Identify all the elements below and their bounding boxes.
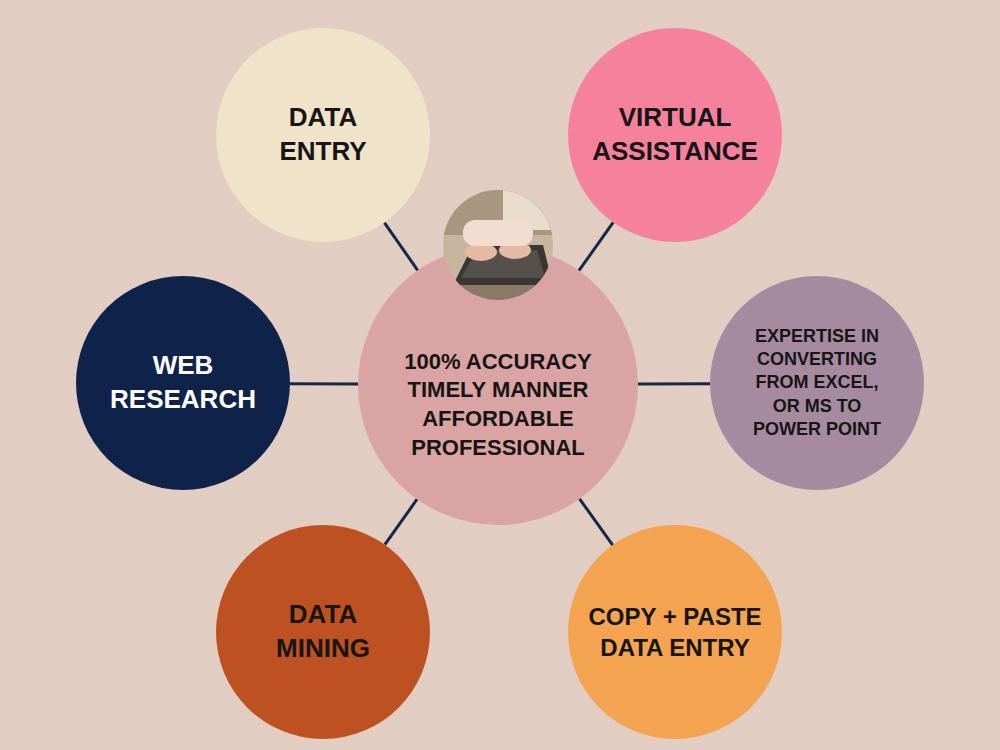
laptop-photo — [443, 190, 553, 300]
service-label: COPY + PASTE DATA ENTRY — [585, 601, 765, 663]
service-circle: DATA MINING — [216, 525, 430, 739]
text-holder: VIRTUAL ASSISTANCE — [590, 101, 760, 169]
service-circle: DATA ENTRY — [216, 28, 430, 242]
circle-shape — [76, 276, 290, 490]
service-circle: EXPERTISE IN CONVERTING FROM EXCEL, OR M… — [710, 276, 924, 490]
circle-fill — [568, 28, 782, 242]
service-circle: WEB RESEARCH — [76, 276, 290, 490]
circle-shape — [568, 28, 782, 242]
service-label: EXPERTISE IN CONVERTING FROM EXCEL, OR M… — [742, 325, 892, 442]
service-label: DATA MINING — [263, 598, 383, 666]
circle-shape — [216, 28, 430, 242]
connector-line — [580, 499, 613, 545]
center-text: 100% ACCURACY TIMELY MANNER AFFORDABLE P… — [383, 348, 613, 462]
connector-line — [385, 499, 417, 544]
service-label: DATA ENTRY — [263, 101, 383, 169]
circle-fill — [568, 525, 782, 739]
text-holder: WEB RESEARCH — [98, 349, 268, 417]
service-circle: COPY + PASTE DATA ENTRY — [568, 525, 782, 739]
circle-fill — [76, 276, 290, 490]
circle-fill — [216, 525, 430, 739]
text-holder: DATA MINING — [263, 598, 383, 666]
circle-fill — [358, 245, 638, 525]
connector-line — [579, 222, 613, 270]
text-holder: COPY + PASTE DATA ENTRY — [585, 601, 765, 663]
service-label: WEB RESEARCH — [98, 349, 268, 417]
circle-fill — [216, 28, 430, 242]
text-holder: EXPERTISE IN CONVERTING FROM EXCEL, OR M… — [742, 325, 892, 442]
text-holder: 100% ACCURACY TIMELY MANNER AFFORDABLE P… — [383, 348, 613, 462]
connector-line — [638, 382, 710, 385]
connector-line — [384, 223, 417, 271]
circle-shape — [568, 525, 782, 739]
circle-shape — [216, 525, 430, 739]
service-circle: VIRTUAL ASSISTANCE — [568, 28, 782, 242]
text-holder: DATA ENTRY — [263, 101, 383, 169]
connector-line — [290, 382, 358, 385]
service-label: VIRTUAL ASSISTANCE — [590, 101, 760, 169]
circle-fill — [710, 276, 924, 490]
